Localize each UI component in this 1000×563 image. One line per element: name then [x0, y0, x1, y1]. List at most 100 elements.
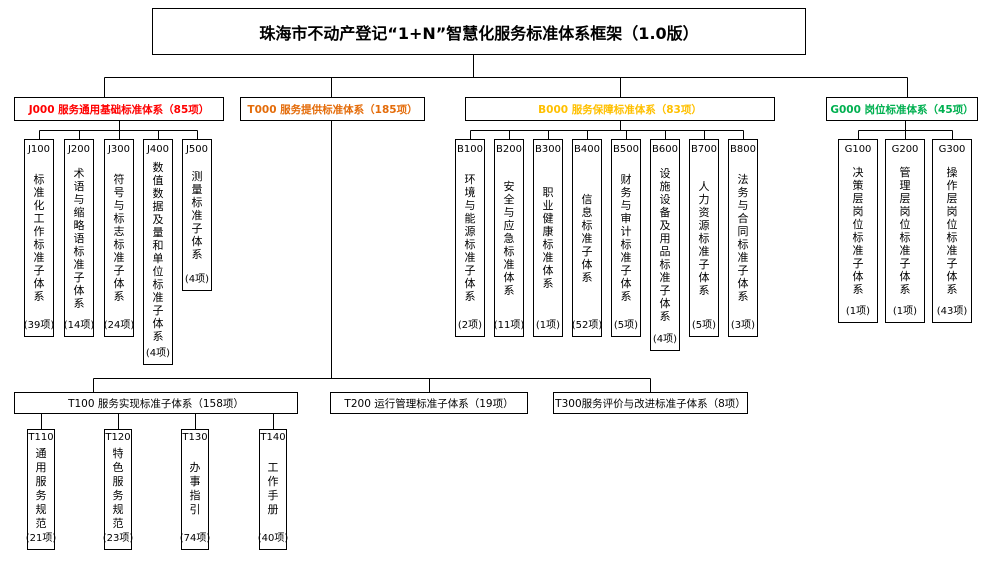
connector-t100 — [41, 414, 274, 429]
node-count: (23项) — [102, 533, 134, 544]
node-name: 法务与合同标准子体系 — [737, 173, 749, 303]
node-t200: T200 运行管理标准子体系（19项） — [330, 392, 528, 414]
node-code: B300 — [535, 144, 561, 155]
node-label: T200 运行管理标准子体系（19项） — [344, 397, 514, 410]
node-count: (1项) — [535, 320, 561, 331]
connector-b000 — [470, 121, 744, 139]
connector-top — [104, 55, 908, 97]
node-t000: T000 服务提供标准体系（185项） — [240, 97, 425, 121]
node-b000: B000 服务保障标准体系（83项） — [465, 97, 775, 121]
node-count: (74项) — [179, 533, 211, 544]
node-j300: J300 符号与标志标准子体系 (24项) — [104, 139, 134, 337]
node-count: (2项) — [457, 320, 483, 331]
node-code: B500 — [613, 144, 639, 155]
node-name-wrap: 办事指引 — [189, 445, 201, 532]
node-t140: T140 工作手册 (40项) — [258, 429, 288, 550]
node-t120: T120 特色服务规范 (23项) — [102, 429, 134, 550]
node-name: 管理层岗位标准子体系 — [899, 166, 911, 296]
node-j400: J400 数值数据及量和单位标准子体系 (4项) — [143, 139, 173, 365]
node-code: T120 — [105, 432, 131, 443]
node-name: 操作层岗位标准子体系 — [946, 166, 958, 296]
node-count: (4项) — [652, 334, 678, 345]
node-name-wrap: 数值数据及量和单位标准子体系 — [152, 157, 164, 347]
connector-g000 — [858, 121, 953, 139]
node-count: (43项) — [936, 306, 968, 317]
node-name: 财务与审计标准子体系 — [620, 173, 632, 303]
node-code: G300 — [938, 144, 966, 155]
node-b700: B700 人力资源标准子体系 (5项) — [689, 139, 719, 337]
node-code: B200 — [496, 144, 522, 155]
node-count: (1项) — [892, 306, 918, 317]
node-name: 设施设备及用品标准子体系 — [659, 167, 671, 323]
node-count: (52项) — [571, 320, 603, 331]
node-name-wrap: 操作层岗位标准子体系 — [946, 157, 958, 305]
connector-j000 — [39, 121, 198, 139]
node-name: 标准化工作标准子体系 — [33, 173, 45, 303]
node-code: J200 — [67, 144, 91, 155]
node-t300: T300服务评价与改进标准子体系（8项） — [553, 392, 748, 414]
node-code: J100 — [27, 144, 51, 155]
node-count: (39项) — [23, 320, 55, 331]
node-t110: T110 通用服务规范 (21项) — [25, 429, 57, 550]
node-label: T300服务评价与改进标准子体系（8项） — [555, 397, 746, 410]
node-code: T140 — [260, 432, 286, 443]
node-code: G200 — [891, 144, 919, 155]
node-j100: J100 标准化工作标准子体系 (39项) — [24, 139, 54, 337]
node-code: J500 — [185, 144, 209, 155]
node-j500: J500 测量标准子体系 (4项) — [182, 139, 212, 291]
node-name-wrap: 环境与能源标准子体系 — [464, 157, 476, 319]
node-name-wrap: 财务与审计标准子体系 — [620, 157, 632, 319]
node-count: (14项) — [63, 320, 95, 331]
node-b100: B100 环境与能源标准子体系 (2项) — [455, 139, 485, 337]
node-code: B400 — [574, 144, 600, 155]
node-b400: B400 信息标准子体系 (52项) — [572, 139, 602, 337]
node-count: (24项) — [103, 320, 135, 331]
node-name: 通用服务规范 — [35, 446, 47, 530]
node-name-wrap: 特色服务规范 — [112, 445, 124, 532]
title-box: 珠海市不动产登记“1+N”智慧化服务标准体系框架（1.0版） — [152, 8, 806, 55]
connector-t000 — [93, 121, 651, 392]
node-code: B700 — [691, 144, 717, 155]
node-count: (4项) — [184, 274, 210, 285]
node-name-wrap: 测量标准子体系 — [191, 157, 203, 273]
node-name: 符号与标志标准子体系 — [113, 173, 125, 303]
node-name: 工作手册 — [267, 460, 279, 516]
node-name: 数值数据及量和单位标准子体系 — [152, 161, 164, 343]
node-count: (11项) — [493, 320, 525, 331]
node-name-wrap: 安全与应急标准体系 — [503, 157, 515, 319]
node-name-wrap: 通用服务规范 — [35, 445, 47, 532]
node-name-wrap: 术语与缩略语标准子体系 — [73, 157, 85, 319]
node-g000: G000 岗位标准体系（45项） — [826, 97, 978, 121]
node-name: 职业健康标准体系 — [542, 186, 554, 290]
node-count: (1项) — [845, 306, 871, 317]
node-name-wrap: 管理层岗位标准子体系 — [899, 157, 911, 305]
node-g100: G100 决策层岗位标准子体系 (1项) — [838, 139, 878, 323]
node-j000: J000 服务通用基础标准体系（85项） — [14, 97, 224, 121]
node-g200: G200 管理层岗位标准子体系 (1项) — [885, 139, 925, 323]
node-name-wrap: 符号与标志标准子体系 — [113, 157, 125, 319]
node-name-wrap: 信息标准子体系 — [581, 157, 593, 319]
node-g300: G300 操作层岗位标准子体系 (43项) — [932, 139, 972, 323]
node-label: T000 服务提供标准体系（185项） — [247, 103, 418, 116]
node-code: B100 — [457, 144, 483, 155]
node-name: 安全与应急标准体系 — [503, 179, 515, 297]
node-count: (4项) — [145, 348, 171, 359]
node-b600: B600 设施设备及用品标准子体系 (4项) — [650, 139, 680, 351]
node-label: B000 服务保障标准体系（83项） — [538, 103, 702, 116]
node-name-wrap: 标准化工作标准子体系 — [33, 157, 45, 319]
node-name: 决策层岗位标准子体系 — [852, 166, 864, 296]
node-name-wrap: 法务与合同标准子体系 — [737, 157, 749, 319]
node-name: 环境与能源标准子体系 — [464, 173, 476, 303]
node-b200: B200 安全与应急标准体系 (11项) — [494, 139, 524, 337]
node-count: (5项) — [691, 320, 717, 331]
node-label: G000 岗位标准体系（45项） — [830, 103, 974, 116]
node-count: (21项) — [25, 533, 57, 544]
node-label: J000 服务通用基础标准体系（85项） — [28, 103, 210, 116]
node-name: 办事指引 — [189, 460, 201, 516]
node-name-wrap: 决策层岗位标准子体系 — [852, 157, 864, 305]
node-code: G100 — [844, 144, 872, 155]
node-code: T130 — [182, 432, 208, 443]
node-t130: T130 办事指引 (74项) — [179, 429, 211, 550]
node-b500: B500 财务与审计标准子体系 (5项) — [611, 139, 641, 337]
